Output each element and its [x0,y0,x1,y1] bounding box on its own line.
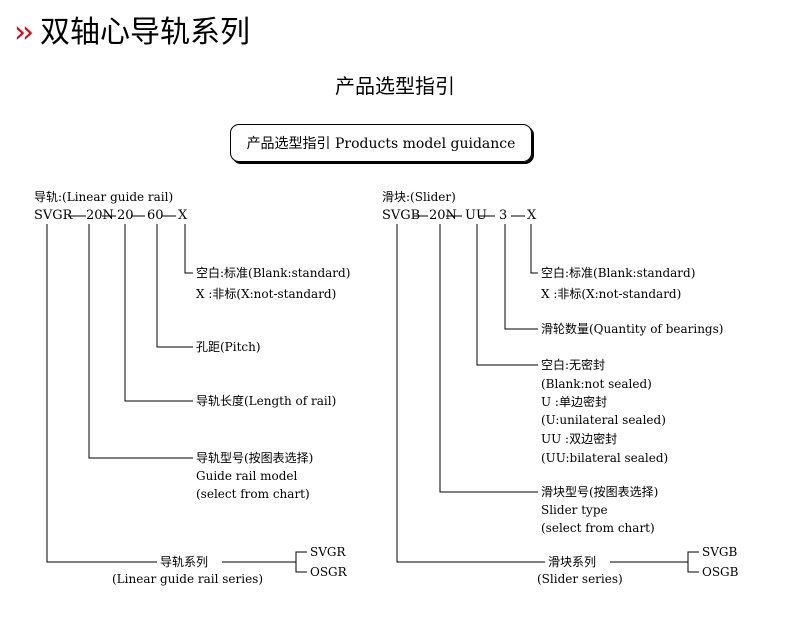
guidance-box: 产品选型指引 Products model guidance [230,124,532,162]
slider-label-seal-6: (UU:bilateral sealed) [541,451,669,465]
slider-label-model-en: Slider type [541,503,608,517]
slider-series-option-svgb: SVGB [702,545,738,559]
rail-label-model-en: Guide rail model [196,469,298,483]
slider-label-seal-4: (U:unilateral sealed) [541,413,666,427]
rail-heading: 导轨:(Linear guide rail) [34,190,174,204]
slider-code-series: SVGB [382,208,421,223]
rail-series-option-svgr: SVGR [310,545,346,559]
rail-code-pitch: 60 [147,208,164,223]
slider-label-model-zh: 滑块型号(按图表选择) [541,485,659,499]
rail-code-model: 20N [86,208,114,223]
slider-label-qty: 滑轮数量(Quantity of bearings) [541,322,724,336]
rail-label-blank: 空白:标准(Blank:standard) [196,266,351,280]
slider-label-x: X :非标(X:not-standard) [541,287,682,301]
slider-label-seal-3: U :单边密封 [541,395,607,409]
slider-code-option: X [527,208,537,223]
section-subtitle: 产品选型指引 [335,74,455,98]
slider-code-model: 20N [429,208,457,223]
rail-label-x: X :非标(X:not-standard) [196,287,337,301]
rail-series-option-osgr: OSGR [310,565,347,579]
slider-label-seal-1: 空白:无密封 [541,358,606,372]
slider-label-series-zh: 滑块系列 [548,555,597,569]
rail-label-model-zh: 导轨型号(按图表选择) [196,451,314,465]
chevron-right-icon: ›› [14,15,34,50]
guidance-box-label: 产品选型指引 Products model guidance [246,136,516,152]
rail-code-option: X [178,208,188,223]
slider-code-qty: 3 [499,208,508,223]
rail-label-series-zh: 导轨系列 [160,555,209,569]
page-title: 双轴心导轨系列 [40,15,250,50]
slider-label-blank: 空白:标准(Blank:standard) [541,266,696,280]
slider-code-seal: UU [465,208,487,223]
rail-code-length: 20 [117,208,134,223]
slider-heading: 滑块:(Slider) [382,190,456,204]
slider-label-model-note: (select from chart) [541,521,655,535]
slider-series-option-osgb: OSGB [702,565,739,579]
rail-label-length: 导轨长度(Length of rail) [196,394,337,408]
rail-label-pitch: 孔距(Pitch) [196,340,261,354]
slider-label-seal-2: (Blank:not sealed) [541,377,652,391]
slider-label-series-en: (Slider series) [537,572,623,586]
rail-code-series: SVGR [34,208,73,223]
page-header: ›› 双轴心导轨系列 [14,18,250,48]
slider-label-seal-5: UU :双边密封 [541,432,618,446]
rail-label-model-note: (select from chart) [196,487,310,501]
rail-label-series-en: (Linear guide rail series) [112,572,264,586]
